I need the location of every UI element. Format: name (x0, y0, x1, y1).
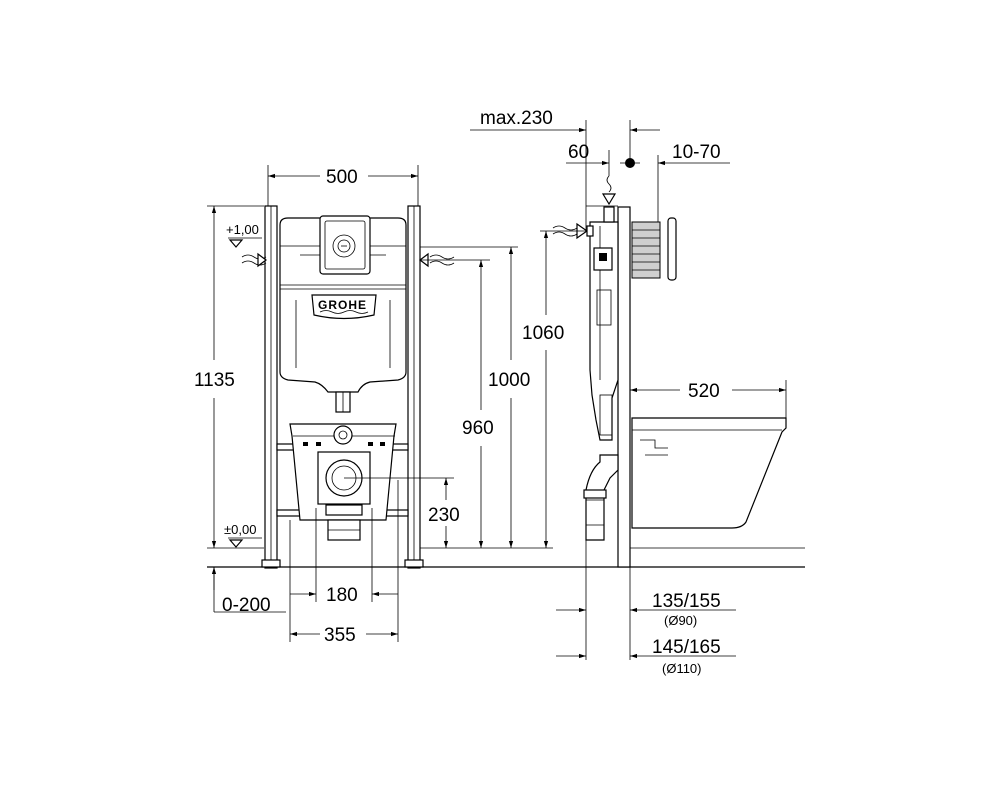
dim-230-label: 230 (428, 505, 460, 526)
dim-60: 60 (566, 142, 640, 176)
side-view: 1060 max.230 60 10-70 (470, 108, 805, 676)
dim-0-200: 0-200 (211, 567, 286, 616)
dim-0-200-label: 0-200 (222, 595, 271, 616)
dim-135-155: 135/155 (Ø90) (556, 540, 736, 660)
dim-10-70: 10-70 (657, 142, 730, 222)
water-inlet-top (586, 175, 618, 223)
dim-135-155-label: 135/155 (652, 591, 721, 612)
dim-355-label: 355 (324, 625, 356, 646)
dim-355: 355 (289, 480, 399, 646)
dim-520: 520 (630, 380, 787, 418)
dim-d110-label: (Ø110) (662, 661, 702, 676)
dim-60-label: 60 (568, 142, 589, 163)
level-top: +1,00 (226, 222, 262, 248)
dim-1000-label: 1000 (488, 370, 530, 391)
dim-1135-label: 1135 (194, 370, 235, 391)
dim-max230-label: max.230 (480, 108, 553, 129)
front-view: GROHE (194, 165, 585, 646)
cistern-side (589, 221, 619, 441)
dim-1135: 1135 (194, 205, 264, 549)
dim-1060-label: 1060 (522, 323, 564, 344)
dim-180: 180 (290, 508, 398, 606)
frame-uprights (261, 205, 424, 569)
toilet-bowl (631, 417, 787, 529)
water-inlet-left (241, 252, 267, 268)
cistern: GROHE (279, 215, 407, 413)
dim-10-70-label: 10-70 (672, 142, 721, 163)
mounting-plate (289, 423, 397, 541)
dim-180-label: 180 (326, 585, 358, 606)
dim-max230: max.230 (470, 108, 660, 230)
dim-520-label: 520 (688, 381, 720, 402)
logo-text: GROHE (318, 298, 367, 312)
level-floor: ±0,00 (224, 522, 262, 548)
flush-plate (631, 217, 677, 281)
dim-1000: 1000 (488, 247, 530, 548)
dim-1060: 1060 (522, 230, 586, 548)
waste-pipe (583, 454, 619, 541)
dim-960-label: 960 (462, 418, 494, 439)
dim-960: 960 (462, 260, 494, 548)
level-floor-label: ±0,00 (224, 522, 256, 537)
dim-145-165: 145/165 (Ø110) (556, 637, 736, 676)
level-top-label: +1,00 (226, 222, 259, 237)
dim-d90-label: (Ø90) (664, 613, 697, 628)
dim-500-label: 500 (326, 167, 358, 188)
dim-145-165-label: 145/165 (652, 637, 721, 658)
dim-230: 230 (344, 477, 460, 548)
dim-500: 500 (267, 165, 419, 206)
grohe-logo: GROHE (311, 294, 377, 320)
